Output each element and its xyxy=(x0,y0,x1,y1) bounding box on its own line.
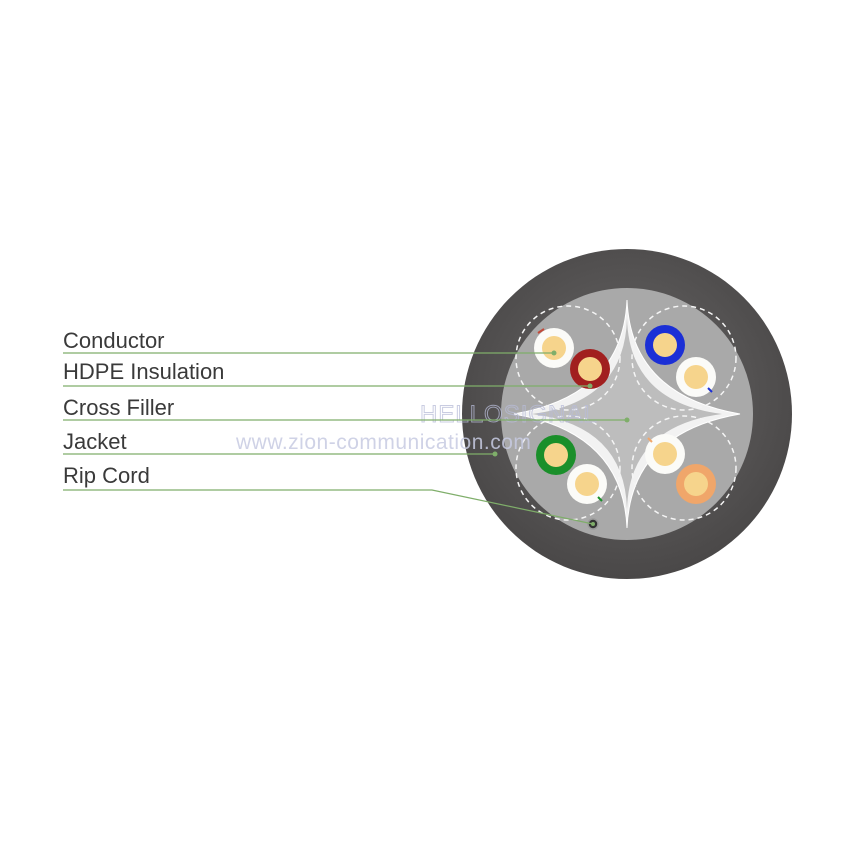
twist-mark xyxy=(647,437,653,443)
conductor-core xyxy=(542,336,566,360)
pair-orange xyxy=(645,434,716,504)
conductor-core xyxy=(578,357,602,381)
label-insulation: HDPE Insulation xyxy=(63,359,224,384)
leader-dot-rip-cord xyxy=(591,522,595,526)
leader-dot-cross-filler xyxy=(624,417,630,423)
twist-mark xyxy=(537,328,545,334)
leader-dot-conductor xyxy=(551,350,557,356)
leader-dot-jacket xyxy=(492,451,498,457)
label-jacket: Jacket xyxy=(63,429,127,454)
cross-filler-inner xyxy=(532,318,722,510)
pair-boundaries xyxy=(515,305,737,521)
pair-boundary-orange xyxy=(631,415,737,521)
conductor-core xyxy=(575,472,599,496)
conductor-core xyxy=(684,472,708,496)
conductor-core xyxy=(684,365,708,389)
pair-brown xyxy=(534,328,610,389)
twist-mark xyxy=(597,496,603,502)
pair-boundary-blue xyxy=(631,305,737,411)
pair-boundary-brown xyxy=(515,305,621,411)
pair-green xyxy=(536,435,607,504)
conductor-core xyxy=(544,443,568,467)
leader-rip-cord xyxy=(63,489,594,525)
twist-mark xyxy=(707,387,713,393)
conductor-core xyxy=(653,333,677,357)
label-conductor: Conductor xyxy=(63,328,165,353)
pair-boundary-green xyxy=(515,415,621,521)
pair-blue xyxy=(645,325,716,397)
conductor-core xyxy=(653,442,677,466)
watermark-url: www.zion-communication.com xyxy=(235,431,531,454)
label-cross-filler: Cross Filler xyxy=(63,395,174,420)
label-rip-cord: Rip Cord xyxy=(63,463,150,488)
leader-dot-insulation xyxy=(587,383,593,389)
watermark-brand: HELLOSIGNAL xyxy=(420,401,598,428)
